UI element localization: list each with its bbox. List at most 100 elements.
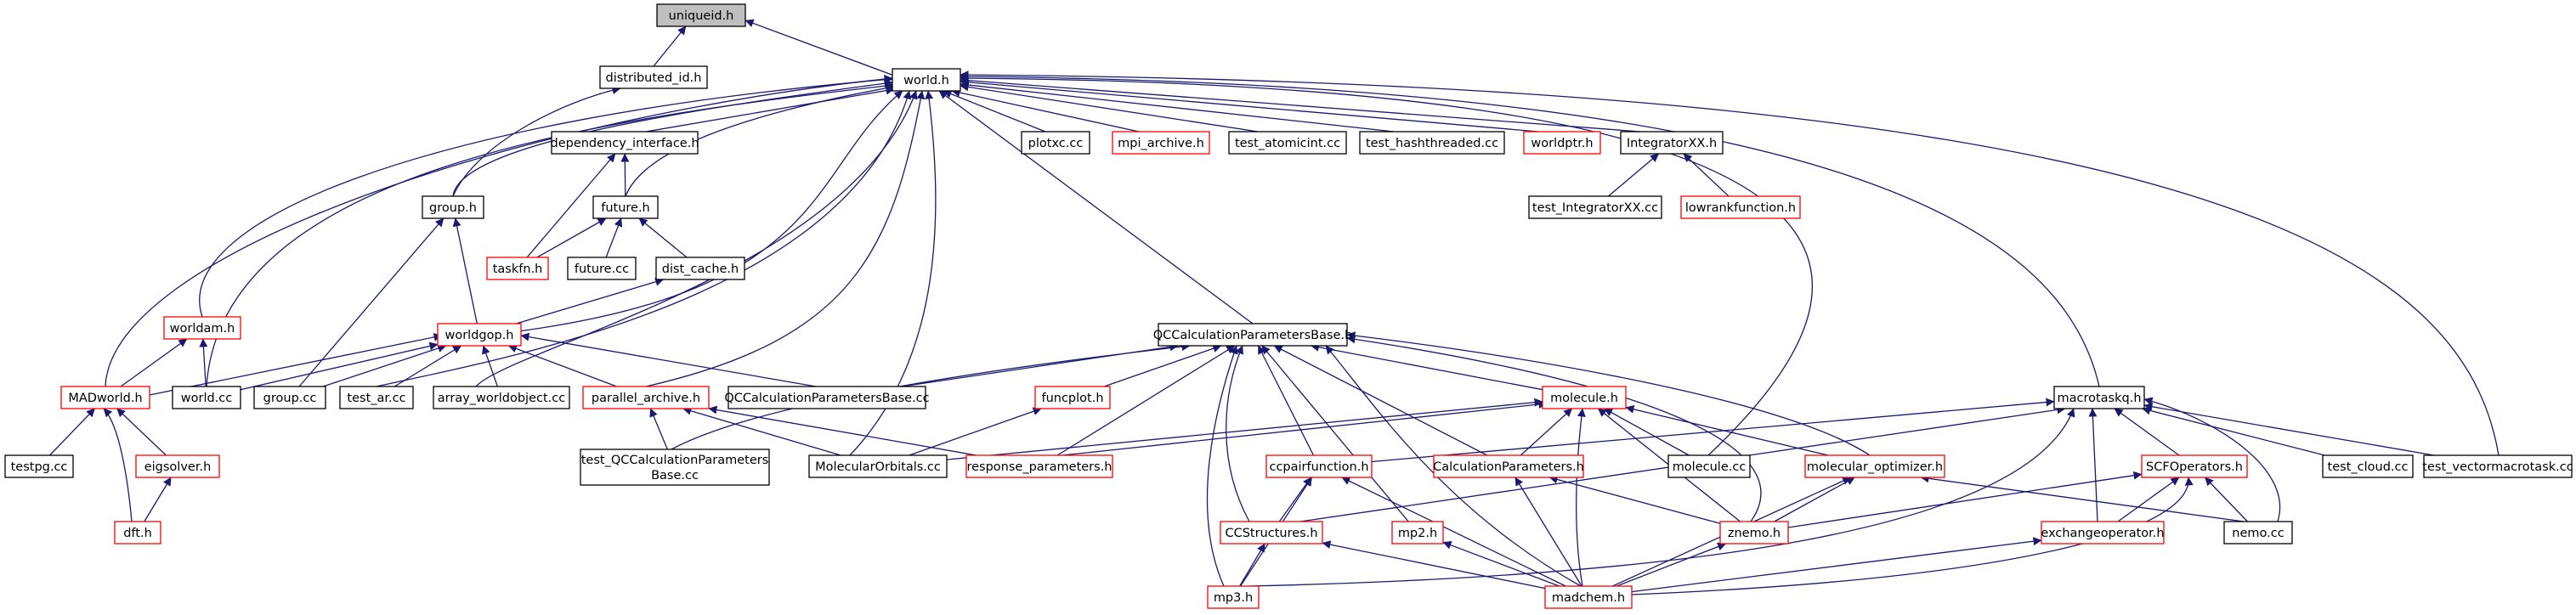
- edge-test_hashthreaded_cc-to-world_h: [960, 81, 1395, 133]
- node-world-h[interactable]: world.h: [892, 68, 961, 92]
- node-macrotaskq-h[interactable]: macrotaskq.h: [2053, 386, 2145, 409]
- node-response-parameters-h[interactable]: response_parameters.h: [965, 454, 1113, 478]
- node-label: Base.cc: [651, 469, 699, 482]
- edge-world_cc-to-worldam_h: [199, 338, 208, 387]
- node-dft-h[interactable]: dft.h: [114, 521, 161, 544]
- node-parallel-archive-h[interactable]: parallel_archive.h: [582, 386, 710, 409]
- node-eigsolver-h[interactable]: eigsolver.h: [135, 454, 220, 478]
- edge-znemo_h-to-molecular_optimizer_h: [1774, 477, 1855, 522]
- edge-QCCalculationParametersBase_cc-to-worldgop_h: [520, 332, 817, 387]
- node-funcplot-h[interactable]: funcplot.h: [1034, 386, 1111, 409]
- node-box: [1021, 131, 1090, 155]
- node-ccpairfunction-h[interactable]: ccpairfunction.h: [1265, 454, 1373, 478]
- edge-test_vectormacrotask_cc-to-world_h: [960, 71, 2500, 456]
- node-test-QCCalculationParametersBase-cc[interactable]: test_QCCalculationParametersBase.cc: [580, 449, 770, 486]
- node-test-vectormacrotask-cc[interactable]: test_vectormacrotask.cc: [2422, 454, 2573, 478]
- edge-exchangeoperator_h-to-SCFOperators_h: [2117, 477, 2180, 522]
- edge-test_vectormacrotask_cc-to-macrotaskq_h: [2143, 402, 2434, 456]
- node-label: molecule.h: [1550, 392, 1618, 405]
- node-QCCalculationParametersBase-cc[interactable]: QCCalculationParametersBase.cc: [724, 386, 930, 409]
- node-box: [1804, 454, 1945, 478]
- node-future-cc[interactable]: future.cc: [567, 257, 637, 280]
- node-test-IntegratorXX-cc[interactable]: test_IntegratorXX.cc: [1528, 195, 1662, 219]
- node-molecule-cc[interactable]: molecule.cc: [1667, 454, 1751, 478]
- edge-worldam_h-to-world_h: [199, 75, 893, 318]
- node-label: lowrankfunction.h: [1685, 201, 1796, 215]
- node-SCFOperators-h[interactable]: SCFOperators.h: [2141, 454, 2248, 478]
- node-box: [2041, 521, 2165, 544]
- node-CCStructures-h[interactable]: CCStructures.h: [1220, 521, 1323, 544]
- edge-dist_cache_h-to-future_h: [638, 217, 688, 258]
- node-nemo-cc[interactable]: nemo.cc: [2223, 521, 2293, 544]
- edge-macrotaskq_h-to-world_h: [960, 72, 2100, 387]
- node-madchem-h[interactable]: madchem.h: [1544, 585, 1633, 609]
- node-worldam-h[interactable]: worldam.h: [163, 316, 241, 340]
- node-label: world.cc: [181, 392, 233, 405]
- edge-madchem_h-to-QCCalculationParametersBase_h: [1325, 345, 1582, 587]
- edge-mp3_h-to-QCCalculationParametersBase_h: [1206, 345, 1238, 587]
- node-label: test_IntegratorXX.cc: [1532, 201, 1658, 215]
- node-MolecularOrbitals-cc[interactable]: MolecularOrbitals.cc: [808, 454, 948, 478]
- edge-madchem_h-to-CalculationParameters_h: [1514, 477, 1582, 587]
- node-CalculationParameters-h[interactable]: CalculationParameters.h: [1433, 454, 1584, 478]
- node-distributed-id-h[interactable]: distributed_id.h: [599, 65, 708, 89]
- edge-mpi_archive_h-to-world_h: [951, 88, 1140, 133]
- node-dist-cache-h[interactable]: dist_cache.h: [655, 257, 745, 280]
- node-testpg-cc[interactable]: testpg.cc: [4, 454, 74, 478]
- node-array-worldobject-cc[interactable]: array_worldobject.cc: [433, 386, 570, 409]
- node-label: test_QCCalculationParameters: [581, 454, 769, 467]
- node-test-hashthreaded-cc[interactable]: test_hashthreaded.cc: [1359, 131, 1505, 155]
- edge-response_parameters_h-to-molecule_h: [1062, 400, 1548, 456]
- edge-molecule_cc-to-world_h: [960, 74, 1813, 456]
- edge-madchem_h-to-mp2_h: [1442, 540, 1560, 587]
- node-future-h[interactable]: future.h: [592, 195, 659, 219]
- node-mp3-h[interactable]: mp3.h: [1207, 585, 1260, 609]
- node-box: [1207, 585, 1260, 609]
- node-IntegratorXX-h[interactable]: IntegratorXX.h: [1620, 131, 1724, 155]
- edge-array_worldobject_cc-to-world_h: [475, 90, 918, 387]
- node-mpi-archive-h[interactable]: mpi_archive.h: [1112, 131, 1210, 155]
- edge-plotxc_cc-to-world_h: [943, 89, 1046, 133]
- node-znemo-h[interactable]: znemo.h: [1719, 521, 1789, 544]
- node-test-cloud-cc[interactable]: test_cloud.cc: [2322, 454, 2414, 478]
- node-label: group.cc: [263, 392, 317, 405]
- edge-madchem_h-to-molecule_h: [1576, 408, 1586, 587]
- node-box: [655, 257, 745, 280]
- node-exchangeoperator-h[interactable]: exchangeoperator.h: [2041, 521, 2165, 544]
- node-label: mp3.h: [1214, 591, 1253, 605]
- node-molecule-h[interactable]: molecule.h: [1542, 386, 1627, 409]
- node-molecular-optimizer-h[interactable]: molecular_optimizer.h: [1804, 454, 1945, 478]
- node-label: test_ar.cc: [347, 392, 405, 405]
- node-group-h[interactable]: group.h: [422, 195, 484, 219]
- node-test-ar-cc[interactable]: test_ar.cc: [339, 386, 414, 409]
- edge-nemo_cc-to-SCFOperators_h: [2205, 477, 2248, 522]
- node-taskfn-h[interactable]: taskfn.h: [486, 257, 549, 280]
- edge-lowrankfunction_h-to-IntegratorXX_h: [1683, 153, 1730, 197]
- edge-test_atomicint_cc-to-world_h: [960, 82, 1259, 133]
- node-world-cc[interactable]: world.cc: [172, 386, 241, 409]
- node-box: [551, 131, 699, 155]
- node-box: [1719, 521, 1789, 544]
- node-mp2-h[interactable]: mp2.h: [1391, 521, 1444, 544]
- node-QCCalculationParametersBase-h[interactable]: QCCalculationParametersBase.h: [1153, 323, 1353, 347]
- node-box: [2053, 386, 2145, 409]
- node-label: MADworld.h: [68, 392, 142, 405]
- node-test-atomicint-cc[interactable]: test_atomicint.cc: [1228, 131, 1347, 155]
- node-dependency-interface-h[interactable]: dependency_interface.h: [550, 131, 699, 155]
- edge-CCStructures_h-to-ccpairfunction_h: [1278, 477, 1312, 522]
- node-worldgop-h[interactable]: worldgop.h: [437, 323, 522, 347]
- node-label: future.cc: [575, 262, 629, 276]
- node-box: [1523, 131, 1601, 155]
- edge-worldgop_h-to-world_h: [518, 90, 903, 332]
- edge-CalculationParameters_h-to-QCCalculationParametersBase_h: [1273, 345, 1488, 456]
- node-label: CCStructures.h: [1225, 527, 1317, 540]
- node-plotxc-cc[interactable]: plotxc.cc: [1021, 131, 1090, 155]
- edge-group_h-to-world_h: [452, 79, 893, 197]
- edge-molecule_h-to-QCCalculationParametersBase_h: [1311, 342, 1543, 391]
- node-worldptr-h[interactable]: worldptr.h: [1523, 131, 1601, 155]
- node-MADworld-h[interactable]: MADworld.h: [60, 386, 150, 409]
- node-label: ccpairfunction.h: [1269, 460, 1368, 474]
- edge-MADworld_h-to-world_h: [105, 75, 893, 387]
- node-group-cc[interactable]: group.cc: [253, 386, 326, 409]
- node-lowrankfunction-h[interactable]: lowrankfunction.h: [1680, 195, 1801, 219]
